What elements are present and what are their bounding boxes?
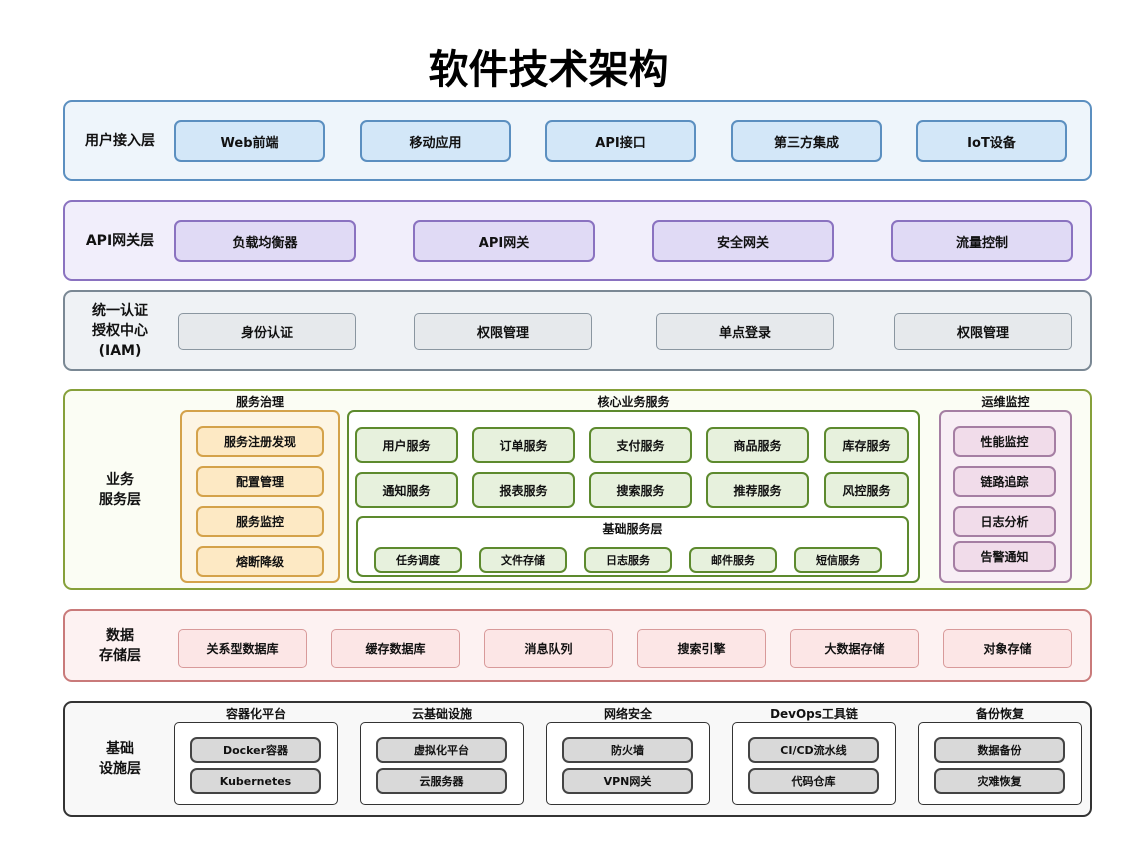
infra-group-cloud: 云基础设施 虚拟化平台 云服务器 <box>360 705 524 805</box>
ops-monitoring-section: 运维监控 性能监控 链路追踪 日志分析 告警通知 <box>939 393 1072 583</box>
access-api[interactable]: API接口 <box>545 120 696 162</box>
gateway-load-balancer[interactable]: 负载均衡器 <box>174 220 356 262</box>
layer-user-access: 用户接入层 Web前端 移动应用 API接口 第三方集成 IoT设备 <box>63 100 1092 181</box>
page-title: 软件技术架构 <box>428 47 669 93</box>
infra-cicd-pipeline[interactable]: CI/CD流水线 <box>748 737 879 763</box>
infra-group-devops: DevOps工具链 CI/CD流水线 代码仓库 <box>732 705 896 805</box>
core-notification-service[interactable]: 通知服务 <box>355 472 458 508</box>
infra-group-title: 网络安全 <box>603 707 652 721</box>
core-order-service[interactable]: 订单服务 <box>472 427 575 463</box>
infra-code-repository[interactable]: 代码仓库 <box>748 768 879 794</box>
layer-iam: 统一认证 授权中心 (IAM) 身份认证 权限管理 单点登录 权限管理 <box>63 290 1092 371</box>
foundation-mail-service[interactable]: 邮件服务 <box>689 547 777 573</box>
storage-search-engine[interactable]: 搜索引擎 <box>637 629 766 668</box>
infra-group-title: 云基础设施 <box>411 707 472 721</box>
infra-firewall[interactable]: 防火墙 <box>562 737 693 763</box>
layer-infrastructure: 基础 设施层 容器化平台 Docker容器 Kubernetes 云基础设施 虚… <box>63 701 1092 817</box>
governance-title: 服务治理 <box>235 395 284 409</box>
infra-group-network-security: 网络安全 防火墙 VPN网关 <box>546 705 710 805</box>
layer-label-api-gateway: API网关层 <box>85 232 155 249</box>
foundation-services-group: 基础服务层 任务调度 文件存储 日志服务 邮件服务 短信服务 <box>356 516 909 577</box>
layer-label-user-access: 用户接入层 <box>85 132 155 149</box>
infra-data-backup[interactable]: 数据备份 <box>934 737 1065 763</box>
layer-business-services: 业务 服务层 服务治理 服务注册发现 配置管理 服务监控 熔断降级 核心业务服务… <box>63 389 1092 590</box>
core-user-service[interactable]: 用户服务 <box>355 427 458 463</box>
infra-disaster-recovery[interactable]: 灾难恢复 <box>934 768 1065 794</box>
governance-service-discovery[interactable]: 服务注册发现 <box>196 426 324 457</box>
iam-single-sign-on[interactable]: 单点登录 <box>656 313 834 350</box>
core-search-service[interactable]: 搜索服务 <box>589 472 692 508</box>
infra-vpn-gateway[interactable]: VPN网关 <box>562 768 693 794</box>
infra-group-container: 容器化平台 Docker容器 Kubernetes <box>174 705 338 805</box>
layer-data-storage: 数据 存储层 关系型数据库 缓存数据库 消息队列 搜索引擎 大数据存储 对象存储 <box>63 609 1092 682</box>
ops-performance-monitoring[interactable]: 性能监控 <box>953 426 1056 457</box>
foundation-sms-service[interactable]: 短信服务 <box>794 547 882 573</box>
foundation-log-service[interactable]: 日志服务 <box>584 547 672 573</box>
core-product-service[interactable]: 商品服务 <box>706 427 809 463</box>
storage-big-data[interactable]: 大数据存储 <box>790 629 919 668</box>
infra-cloud-server[interactable]: 云服务器 <box>376 768 507 794</box>
access-iot[interactable]: IoT设备 <box>916 120 1067 162</box>
core-inventory-service[interactable]: 库存服务 <box>824 427 909 463</box>
storage-cache-db[interactable]: 缓存数据库 <box>331 629 460 668</box>
iam-permission-management-2[interactable]: 权限管理 <box>894 313 1072 350</box>
core-payment-service[interactable]: 支付服务 <box>589 427 692 463</box>
gateway-traffic-control[interactable]: 流量控制 <box>891 220 1073 262</box>
governance-service-monitoring[interactable]: 服务监控 <box>196 506 324 537</box>
core-risk-control-service[interactable]: 风控服务 <box>824 472 909 508</box>
layer-label-storage: 数据 存储层 <box>99 627 141 664</box>
core-recommend-service[interactable]: 推荐服务 <box>706 472 809 508</box>
iam-identity-auth[interactable]: 身份认证 <box>178 313 356 350</box>
foundation-file-storage[interactable]: 文件存储 <box>479 547 567 573</box>
gateway-security-gateway[interactable]: 安全网关 <box>652 220 834 262</box>
foundation-task-scheduling[interactable]: 任务调度 <box>374 547 462 573</box>
access-mobile-app[interactable]: 移动应用 <box>360 120 511 162</box>
infra-docker[interactable]: Docker容器 <box>190 737 321 763</box>
ops-trace[interactable]: 链路追踪 <box>953 466 1056 497</box>
governance-circuit-breaker[interactable]: 熔断降级 <box>196 546 324 577</box>
ops-monitoring-title: 运维监控 <box>981 395 1030 409</box>
foundation-services-title: 基础服务层 <box>602 522 663 536</box>
layer-label-iam: 统一认证 授权中心 (IAM) <box>92 302 148 359</box>
storage-object-storage[interactable]: 对象存储 <box>943 629 1072 668</box>
infra-kubernetes[interactable]: Kubernetes <box>190 768 321 794</box>
gateway-api-gateway[interactable]: API网关 <box>413 220 595 262</box>
ops-alert-notification[interactable]: 告警通知 <box>953 541 1056 572</box>
iam-permission-management[interactable]: 权限管理 <box>414 313 592 350</box>
infra-group-title: 容器化平台 <box>225 707 286 721</box>
ops-log-analysis[interactable]: 日志分析 <box>953 506 1056 537</box>
layer-label-business: 业务 服务层 <box>99 471 141 508</box>
governance-section: 服务治理 服务注册发现 配置管理 服务监控 熔断降级 <box>180 393 340 583</box>
infra-group-title: DevOps工具链 <box>770 707 858 721</box>
layer-label-infra: 基础 设施层 <box>99 741 141 777</box>
storage-message-queue[interactable]: 消息队列 <box>484 629 613 668</box>
layer-api-gateway: API网关层 负载均衡器 API网关 安全网关 流量控制 <box>63 200 1092 281</box>
access-web-frontend[interactable]: Web前端 <box>174 120 325 162</box>
infra-group-title: 备份恢复 <box>975 707 1024 721</box>
core-report-service[interactable]: 报表服务 <box>472 472 575 508</box>
storage-relational-db[interactable]: 关系型数据库 <box>178 629 307 668</box>
core-services-title: 核心业务服务 <box>597 395 670 409</box>
access-third-party[interactable]: 第三方集成 <box>731 120 882 162</box>
infra-virtualization[interactable]: 虚拟化平台 <box>376 737 507 763</box>
core-services-section: 核心业务服务 用户服务 订单服务 支付服务 商品服务 库存服务 通知服务 报表服… <box>347 393 920 583</box>
infra-group-backup: 备份恢复 数据备份 灾难恢复 <box>918 705 1082 805</box>
governance-config-management[interactable]: 配置管理 <box>196 466 324 497</box>
